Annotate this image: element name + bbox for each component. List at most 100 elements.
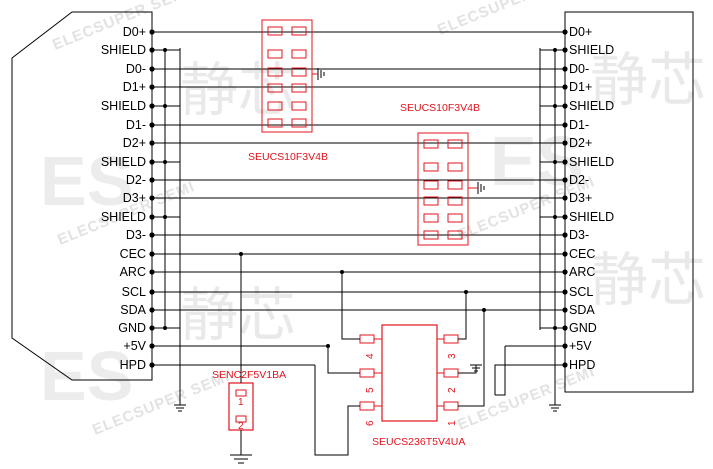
watermark-logo: ES bbox=[490, 122, 583, 200]
left-pin-dot bbox=[149, 66, 155, 72]
right-pin-dot bbox=[562, 269, 568, 275]
watermark-brand-text: ELECSUPER SEMI bbox=[455, 363, 597, 434]
right-pin-dot bbox=[562, 325, 568, 331]
tvs-ic-pin-4: 4 bbox=[365, 353, 376, 359]
right-pin-dot bbox=[562, 47, 568, 53]
left-pin-dot bbox=[149, 232, 155, 238]
ground-symbol-right bbox=[549, 404, 561, 412]
left-pin-label-gnd: GND bbox=[118, 321, 146, 335]
right-pin-dot bbox=[562, 232, 568, 238]
left-pin-label-d3minus: D3- bbox=[126, 228, 146, 242]
right-pin-dot bbox=[562, 66, 568, 72]
left-pin-dot bbox=[149, 214, 155, 220]
tvs-array-mid[interactable]: SEUCS10F3V4B bbox=[400, 102, 480, 246]
right-pin-dot bbox=[562, 84, 568, 90]
hpd-wire-right bbox=[494, 364, 565, 395]
left-pin-dot bbox=[149, 140, 155, 146]
left-pin-dot bbox=[149, 362, 155, 368]
right-pin-label-gnd: GND bbox=[569, 321, 597, 335]
tvs-ic[interactable]: 4 5 6 3 2 1 SEUCS236T5V4UA bbox=[314, 270, 506, 456]
watermark-brand-text: ELECSUPER SEMI bbox=[435, 0, 577, 39]
left-pin-label-d0plus: D0+ bbox=[123, 25, 146, 39]
watermark-chinese-text: 静芯 bbox=[590, 46, 706, 114]
tvs-array-top-body bbox=[261, 19, 313, 133]
left-pin-label-arc: ARC bbox=[120, 265, 146, 279]
right-pin-label-d3plus: D3+ bbox=[569, 191, 592, 205]
right-connector-pins: D0+SHIELDD0-D1+SHIELDD1-D2+SHIELDD2-D3+S… bbox=[562, 25, 614, 372]
left-pin-dot bbox=[149, 251, 155, 257]
watermark-logo: ES bbox=[40, 337, 133, 415]
tvs-diode-cec-pin2: 2 bbox=[238, 421, 244, 432]
left-pin-dot bbox=[149, 307, 155, 313]
tvs-array-top-label: SEUCS10F3V4B bbox=[248, 151, 328, 163]
left-connector-pins: D0+ SHIELD D0- D1+ SHIELD D1- D2+ SHIELD D2- D3+ S… bbox=[101, 25, 155, 372]
tvs-diode-cec-label: SENC2F5V1BA bbox=[212, 369, 286, 381]
signal-wires bbox=[152, 31, 565, 395]
tvs-diode-cec[interactable]: SENC2F5V1BA 1 2 bbox=[212, 255, 286, 455]
tvs-ic-pin-1: 1 bbox=[447, 420, 458, 426]
right-pin-dot bbox=[562, 251, 568, 257]
left-pin-label-sda: SDA bbox=[120, 303, 146, 317]
left-pin-label-shield: SHIELD bbox=[101, 210, 146, 224]
right-pin-label-d1plus: D1+ bbox=[569, 80, 592, 94]
right-pin-label-shield: SHIELD bbox=[569, 43, 614, 57]
left-pin-dot bbox=[149, 122, 155, 128]
watermark-chinese-text: 静芯 bbox=[590, 246, 706, 314]
left-pin-label-d1plus: D1+ bbox=[123, 80, 146, 94]
ground-symbol-left bbox=[174, 404, 186, 412]
right-pin-dot bbox=[562, 214, 568, 220]
right-pin-dot bbox=[562, 289, 568, 295]
right-pin-label-d2plus: D2+ bbox=[569, 136, 592, 150]
right-pin-label-d0minus: D0- bbox=[569, 62, 589, 76]
ground-symbol-tvs-mid bbox=[477, 182, 485, 194]
left-pin-label-plus5v: +5V bbox=[123, 339, 146, 353]
watermark-chinese-text: 静芯 bbox=[180, 281, 296, 349]
right-pin-label-hpd: HPD bbox=[569, 358, 595, 372]
right-pin-label-shield: SHIELD bbox=[569, 210, 614, 224]
left-pin-label-scl: SCL bbox=[122, 285, 146, 299]
right-pin-label-sda: SDA bbox=[569, 303, 595, 317]
watermark-chinese-text: 静芯 bbox=[180, 56, 296, 124]
right-pin-label-d1minus: D1- bbox=[569, 118, 589, 132]
tvs-array-top[interactable]: SEUCS10F3V4B bbox=[248, 19, 328, 163]
tvs-ic-pin-6: 6 bbox=[365, 420, 376, 426]
left-pin-dot bbox=[149, 325, 155, 331]
left-connector-body bbox=[11, 11, 153, 381]
left-pin-label-d3plus: D3+ bbox=[123, 191, 146, 205]
left-pin-dot bbox=[149, 159, 155, 165]
tvs-ic-pin-3: 3 bbox=[447, 353, 458, 359]
right-pin-label-arc: ARC bbox=[569, 265, 595, 279]
left-pin-dot bbox=[149, 103, 155, 109]
left-pin-dot bbox=[149, 47, 155, 53]
left-pin-label-shield: SHIELD bbox=[101, 43, 146, 57]
right-pin-label-plus5v: +5V bbox=[569, 339, 592, 353]
right-pin-dot bbox=[562, 177, 568, 183]
right-connector-body bbox=[564, 11, 694, 393]
ground-symbol-cec bbox=[230, 454, 252, 464]
left-pin-label-d1minus: D1- bbox=[126, 118, 146, 132]
left-pin-label-d2plus: D2+ bbox=[123, 136, 146, 150]
right-pin-dot bbox=[562, 103, 568, 109]
tvs-ic-body bbox=[381, 324, 438, 422]
left-pin-dot bbox=[149, 84, 155, 90]
right-pin-label-d3minus: D3- bbox=[569, 228, 589, 242]
ground-symbol-tvs-top bbox=[317, 68, 325, 80]
watermark-logo: ES bbox=[40, 142, 133, 220]
tvs-ic-label: SEUCS236T5V4UA bbox=[372, 436, 465, 448]
left-pin-dot bbox=[149, 289, 155, 295]
right-pin-dot bbox=[562, 140, 568, 146]
right-pin-label-shield: SHIELD bbox=[569, 99, 614, 113]
left-pin-label-d2minus: D2- bbox=[126, 173, 146, 187]
left-pin-label-shield: SHIELD bbox=[101, 155, 146, 169]
left-pin-dot bbox=[149, 269, 155, 275]
left-pin-label-cec: CEC bbox=[120, 247, 146, 261]
tvs-array-mid-label: SEUCS10F3V4B bbox=[400, 102, 480, 114]
ground-buses bbox=[164, 48, 556, 405]
left-pin-dot bbox=[149, 195, 155, 201]
left-pin-label-d0minus: D0- bbox=[126, 62, 146, 76]
left-pin-dot bbox=[149, 29, 155, 35]
right-pin-dot bbox=[562, 122, 568, 128]
right-pin-dot bbox=[562, 362, 568, 368]
left-pin-label-shield: SHIELD bbox=[101, 99, 146, 113]
